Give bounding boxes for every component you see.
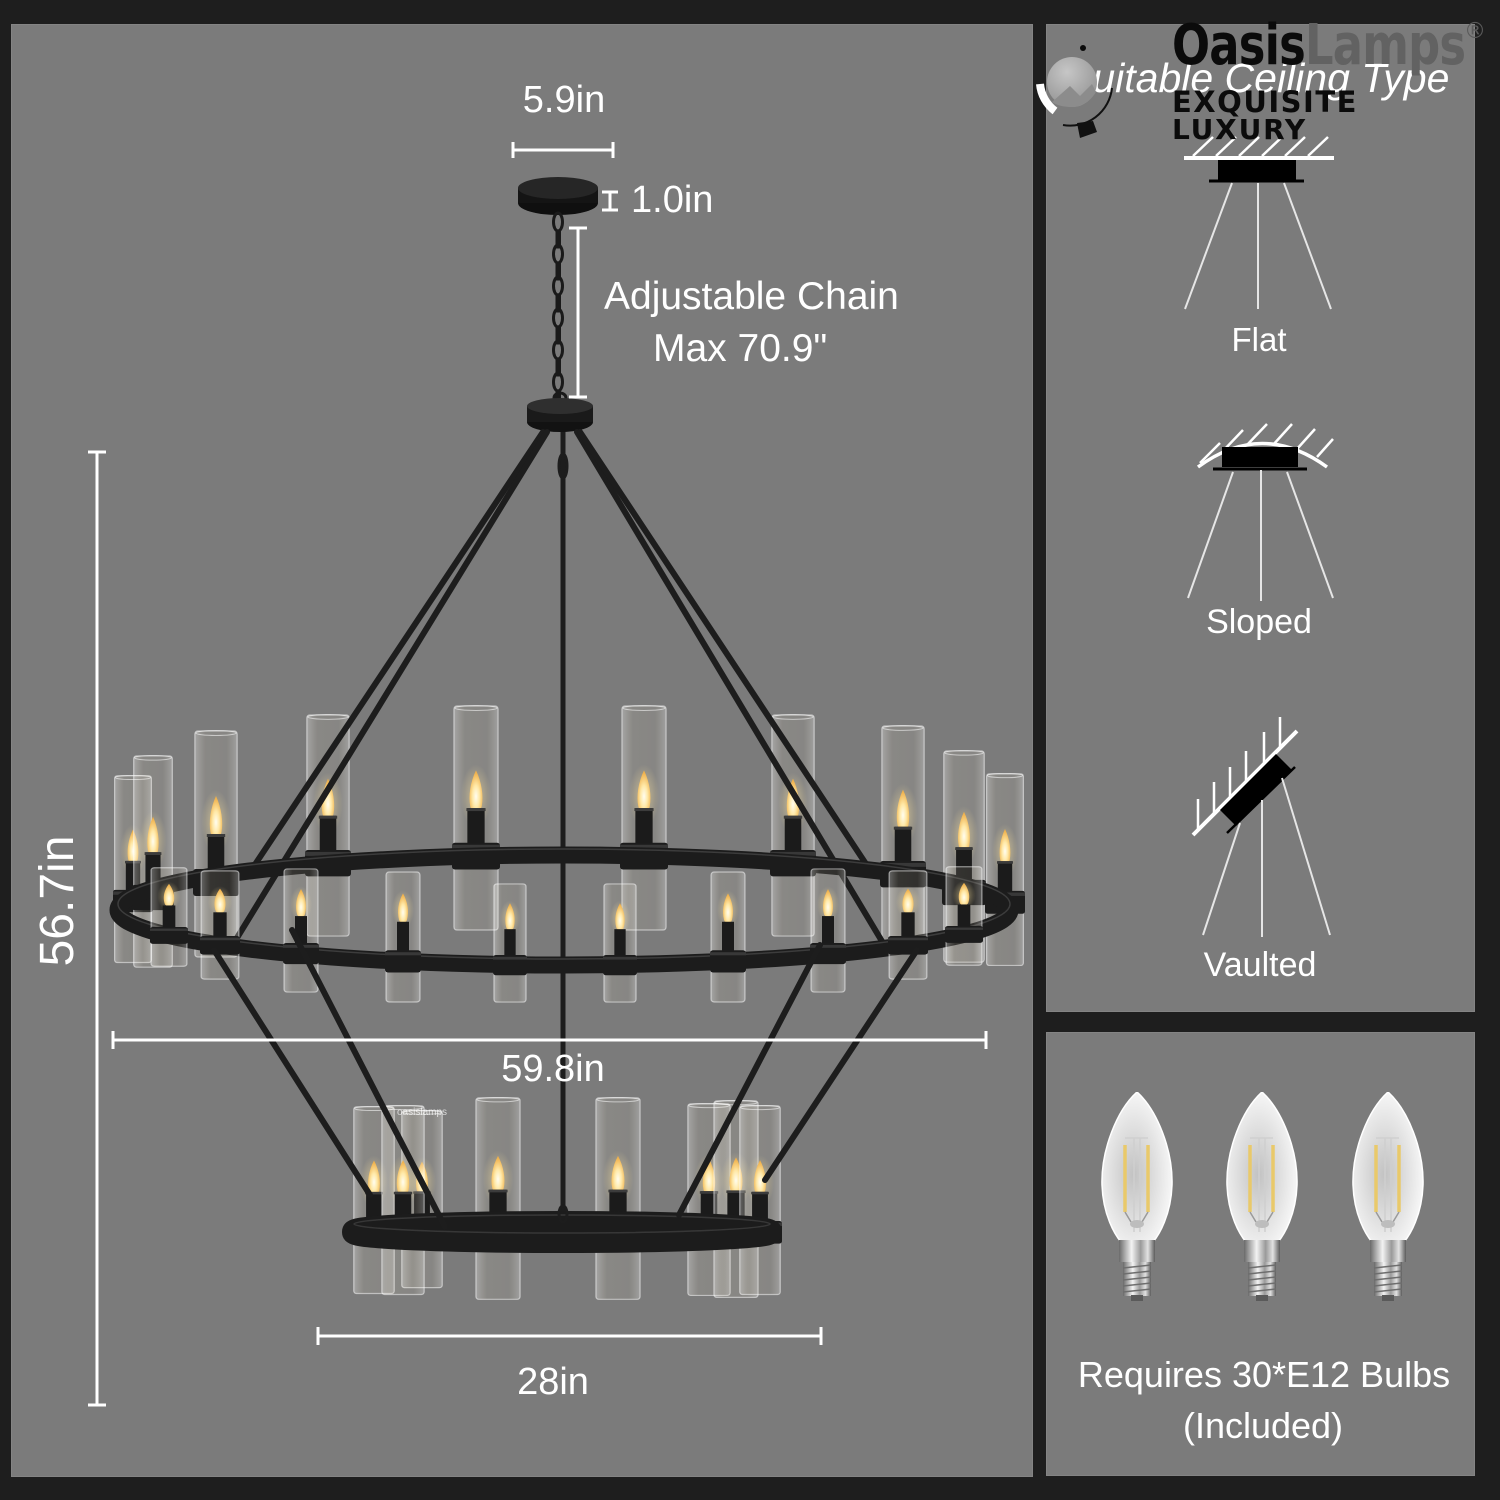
brand-tagline-line2: LUXURY [1172, 113, 1308, 146]
brand-name-lamps: Lamps [1305, 13, 1466, 78]
dimension-lines [88, 142, 988, 1407]
candle [985, 773, 1025, 966]
candle [594, 1097, 642, 1300]
canopy-width-dimension [511, 142, 615, 158]
chain-label-line2: Max 70.9" [653, 327, 828, 370]
upper-tier-ring [109, 846, 1019, 974]
upper-tier-diameter-dimension [111, 1031, 988, 1049]
candle [452, 705, 500, 931]
brand-name-oasis: Oasis [1172, 13, 1306, 78]
e12-candle-led-bulbs [1100, 1092, 1425, 1302]
chandelier-illustration [109, 177, 1025, 1300]
brand-tagline-line1: EXQUISITE [1172, 85, 1358, 119]
center-hub [527, 391, 593, 432]
canopy-height-label: 1.0in [631, 179, 714, 221]
candle [474, 1097, 522, 1300]
e12-candle-led-bulb-icon [1225, 1092, 1299, 1302]
candle [493, 883, 527, 1003]
upper-tier-front-candles [150, 866, 983, 1003]
lower-tier-diameter-label: 28in [517, 1361, 589, 1403]
vaulted-ceiling-icon [1191, 717, 1331, 937]
brand-logo-emblem-icon [1036, 45, 1113, 138]
candle [710, 871, 746, 1003]
registered-mark: ® [1464, 19, 1486, 44]
candle [810, 868, 846, 993]
brand-watermark: oasislamps [397, 1107, 448, 1118]
bulbs-caption-line1: Requires 30*E12 Bulbs [1077, 1354, 1451, 1395]
e12-candle-led-bulb-icon [1100, 1092, 1174, 1302]
candle [945, 866, 983, 966]
candle [385, 871, 421, 1003]
ceiling-type-title: Suitable Ceiling Type [1065, 55, 1450, 101]
brand-logo-wordmark: OasisLamps [1172, 18, 1466, 74]
upper-tier-back-candles [113, 705, 1025, 968]
adjustable-chain [552, 211, 564, 401]
candle [380, 1105, 426, 1296]
overall-height-dimension [88, 450, 106, 1407]
ceiling-type-vaulted-label: Vaulted [1203, 946, 1317, 984]
canopy-height-dimension [602, 190, 618, 212]
candle [150, 867, 188, 967]
chain-label-line1: Adjustable Chain [604, 275, 899, 318]
chain-length-dimension [569, 226, 587, 399]
bulbs-caption-line2: (Included) [1182, 1405, 1344, 1446]
ceiling-canopy [518, 177, 598, 215]
lower-tier-candles [352, 1097, 782, 1300]
canopy-width-label: 5.9in [522, 79, 606, 121]
e12-candle-led-bulb-icon [1351, 1092, 1425, 1302]
overall-height-label: 56.7in [31, 835, 84, 967]
upper-tier-diameter-label: 59.8in [501, 1048, 605, 1090]
candle [738, 1105, 782, 1296]
lower-tier-diameter-dimension [316, 1327, 823, 1345]
ceiling-type-flat-label: Flat [1231, 321, 1287, 358]
lower-tier-ring [342, 1204, 782, 1253]
lower-support-rods [211, 927, 920, 1230]
ceiling-type-sloped-label: Sloped [1206, 603, 1312, 641]
sloped-ceiling-icon [1187, 423, 1334, 601]
flat-ceiling-icon [1184, 136, 1334, 310]
candle [603, 883, 637, 1003]
